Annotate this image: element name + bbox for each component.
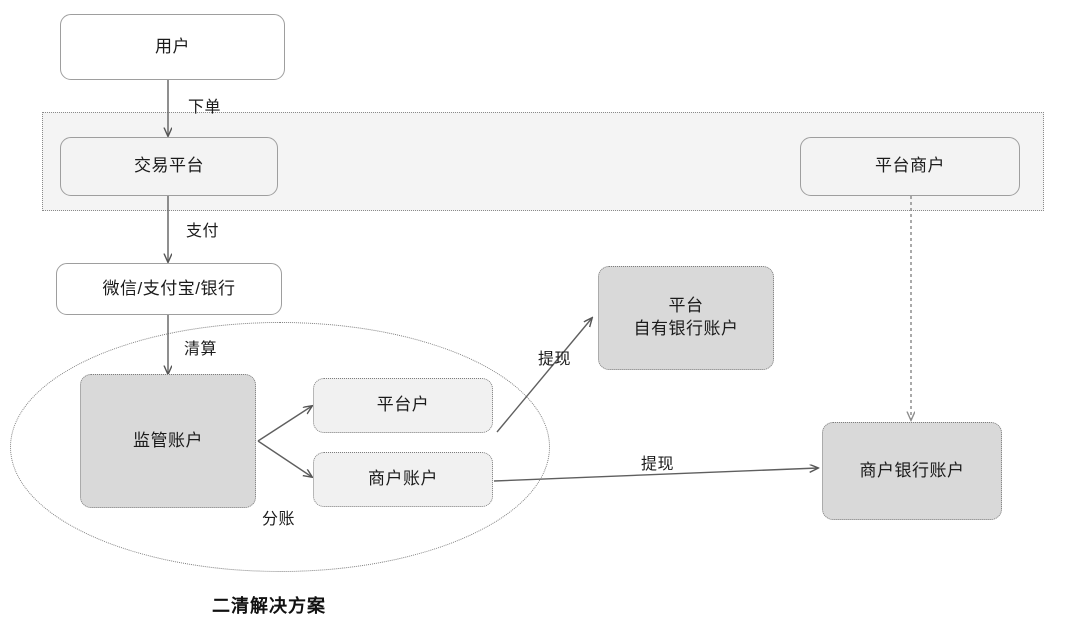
edge-label-settle: 清算	[184, 341, 218, 358]
diagram-caption: 二清解决方案	[212, 596, 326, 616]
node-platform-sub-account[interactable]: 平台户	[313, 378, 493, 433]
node-merchant-sub-account[interactable]: 商户账户	[313, 452, 493, 507]
node-payment-channel[interactable]: 微信/支付宝/银行	[56, 263, 282, 315]
edge-label-split: 分账	[262, 511, 296, 528]
edge-label-order: 下单	[188, 99, 222, 116]
node-platform-own-bank[interactable]: 平台 自有银行账户	[598, 266, 774, 370]
edge-label-withdraw-platform: 提现	[538, 351, 572, 368]
edge-label-withdraw-merchant: 提现	[641, 456, 675, 473]
edge-label-pay: 支付	[186, 223, 220, 240]
node-platform-merchant[interactable]: 平台商户	[800, 137, 1020, 196]
node-custody-account[interactable]: 监管账户	[80, 374, 256, 508]
node-user[interactable]: 用户	[60, 14, 285, 80]
node-merchant-bank-account[interactable]: 商户银行账户	[822, 422, 1002, 520]
node-trade-platform[interactable]: 交易平台	[60, 137, 278, 196]
custody-zone-ellipse	[10, 322, 550, 572]
